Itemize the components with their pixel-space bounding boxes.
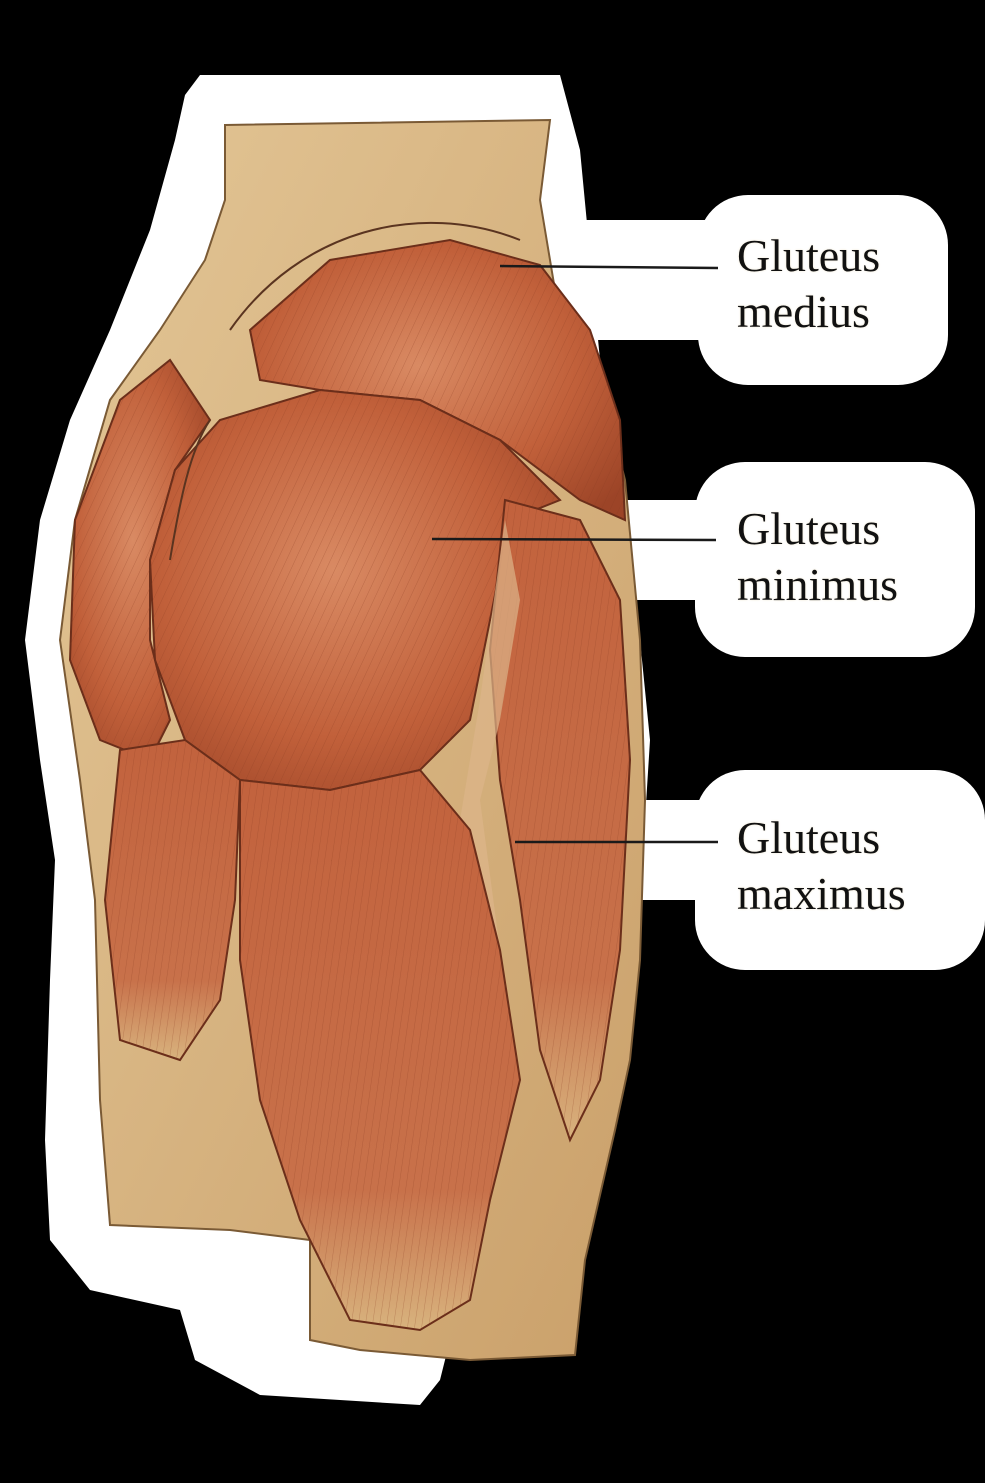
leader-line-minimus [431,537,717,542]
label-gluteus-minimus: Gluteus minimus [737,501,898,613]
label-gluteus-medius: Gluteus medius [737,228,880,340]
label-gluteus-maximus-line2: maximus [737,868,906,919]
label-gluteus-maximus: Gluteus maximus [737,810,906,922]
label-gluteus-minimus-line1: Gluteus [737,503,881,554]
label-gluteus-minimus-line2: minimus [737,559,899,610]
label-gluteus-medius-line2: medius [737,286,870,337]
leader-line-medius [499,264,719,270]
label-gluteus-maximus-line1: Gluteus [737,812,881,863]
leader-lines [431,264,719,844]
label-gluteus-medius-line1: Gluteus [737,230,881,281]
